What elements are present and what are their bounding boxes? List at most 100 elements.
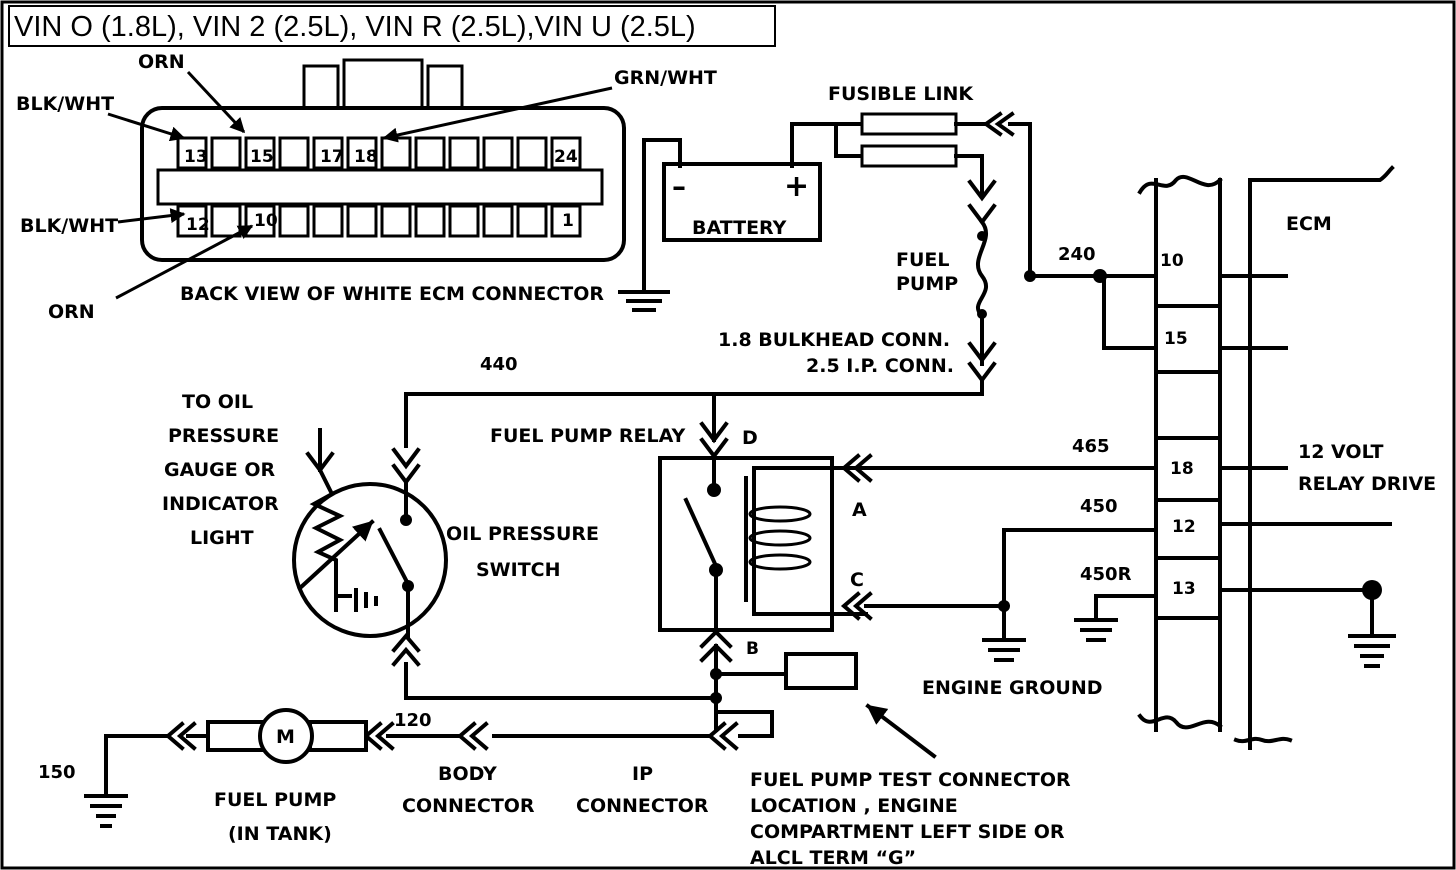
pump-motor-symbol: M bbox=[276, 726, 295, 748]
connector-cell-bottom bbox=[312, 204, 344, 238]
oil-pressure-switch bbox=[292, 428, 448, 670]
wire-240-to-ecm-15 bbox=[1102, 274, 1158, 350]
ecm-ground-splice bbox=[1362, 580, 1382, 600]
battery-label: BATTERY bbox=[692, 217, 787, 239]
pump-housing-left bbox=[206, 720, 266, 752]
connector-center-bar bbox=[156, 168, 604, 206]
fuel-pump-relay-label: FUEL PUMP RELAY bbox=[490, 425, 686, 447]
arrow-blk-wht-top bbox=[107, 112, 186, 142]
label-grn-wht: GRN/WHT bbox=[614, 67, 717, 89]
fusible-branch-wire bbox=[834, 122, 864, 158]
oil-switch-chevron-top bbox=[391, 447, 421, 486]
pump-housing-right bbox=[308, 720, 368, 752]
connector-cell-bottom bbox=[244, 204, 276, 238]
ecm-break-right bbox=[1233, 736, 1293, 744]
pump-motor-circle bbox=[258, 708, 314, 764]
connector-cell-bottom bbox=[414, 204, 446, 238]
oil-sender-wiper bbox=[297, 519, 375, 591]
connector-cell-bottom bbox=[210, 204, 242, 238]
connector-cell-bottom bbox=[550, 204, 582, 238]
battery-ground-wire bbox=[642, 138, 682, 294]
connector-cell-top bbox=[550, 136, 582, 170]
battery-positive-wire bbox=[790, 122, 864, 168]
oil-switch-chevron-bottom bbox=[391, 632, 421, 667]
engine-ground-label: ENGINE GROUND bbox=[922, 677, 1103, 699]
circuit-450: 450 bbox=[1080, 496, 1118, 517]
connector-pin-12: 12 bbox=[186, 215, 210, 235]
connector-pin-10: 10 bbox=[254, 211, 278, 231]
bulkhead-label-1: 1.8 BULKHEAD CONN. bbox=[718, 329, 950, 351]
connector-cell-bottom bbox=[516, 204, 548, 238]
connector-cell-bottom bbox=[346, 204, 378, 238]
test-connector-label-2: LOCATION , ENGINE bbox=[750, 795, 958, 817]
relay-contact-d bbox=[707, 483, 721, 497]
bulkhead-chevron-top bbox=[967, 341, 997, 364]
test-connector-label-4: ALCL TERM “G” bbox=[750, 847, 916, 869]
connector-pin-13: 13 bbox=[184, 147, 208, 167]
ecm: 10 15 18 12 13 ECM 12 VOLT RELAY DRIVE bbox=[1137, 165, 1436, 750]
label-blk-wht-top: BLK/WHT bbox=[16, 93, 114, 115]
oil-gauge-label-2: PRESSURE bbox=[168, 425, 279, 447]
connector-cell-bottom bbox=[278, 204, 310, 238]
connector-cell-bottom bbox=[482, 204, 514, 238]
relay-terminal-a: A bbox=[852, 499, 867, 521]
relay-switch-arm bbox=[683, 497, 719, 569]
fusible-link-2-wire bbox=[954, 154, 984, 198]
oil-gauge-label-4: INDICATOR bbox=[162, 493, 279, 515]
relay-coil-3 bbox=[748, 553, 812, 571]
diagram-title: VIN O (1.8L), VIN 2 (2.5L), VIN R (2.5L)… bbox=[14, 11, 696, 43]
battery-body bbox=[662, 162, 822, 242]
connector-pin-17: 17 bbox=[320, 147, 344, 167]
oil-switch-label-2: SWITCH bbox=[476, 559, 561, 581]
oil-switch-arm bbox=[377, 527, 409, 583]
wire-440 bbox=[404, 380, 984, 448]
wire-150 bbox=[104, 734, 170, 798]
circuit-450r: 450R bbox=[1080, 564, 1132, 585]
wire-450r bbox=[1094, 594, 1158, 622]
fuel-pump-test-connector bbox=[784, 652, 858, 690]
oil-switch-label-1: OIL PRESSURE bbox=[446, 523, 599, 545]
battery-ground-icon bbox=[618, 290, 670, 312]
oil-gauge-label-1: TO OIL bbox=[182, 391, 253, 413]
fuel-pump-fuse-label-1: FUEL bbox=[896, 249, 950, 271]
label-orn-top: ORN bbox=[138, 51, 185, 73]
fusible-link-2 bbox=[860, 144, 958, 168]
relay-terminal-d: D bbox=[742, 427, 758, 449]
connector-latch-center bbox=[342, 58, 424, 112]
oil-sender-ground bbox=[334, 588, 378, 612]
oil-switch-contact-top bbox=[400, 514, 412, 526]
ecm-ground-icon bbox=[1348, 634, 1396, 668]
relay-coil-1 bbox=[748, 505, 812, 523]
battery-negative-sign: – bbox=[672, 170, 686, 203]
fusible-link-1 bbox=[860, 112, 958, 136]
circuit-465: 465 bbox=[1072, 436, 1110, 457]
connector-pin-1: 1 bbox=[562, 211, 574, 231]
connector-cell-top bbox=[210, 136, 242, 170]
fuel-pump-fuse-label-2: PUMP bbox=[896, 273, 958, 295]
battery: – + BATTERY bbox=[662, 162, 822, 242]
fuse-dot-top bbox=[977, 231, 987, 241]
connector-cell-bottom bbox=[448, 204, 480, 238]
ip-connector-label-2: CONNECTOR bbox=[576, 795, 709, 817]
ecm-connector: 13 15 17 18 24 12 10 1 ORN BLK/WHT GRN/W… bbox=[16, 51, 717, 323]
fuse-chevron-top bbox=[967, 179, 997, 202]
fusible-link-label: FUSIBLE LINK bbox=[828, 83, 974, 105]
connector-cell-top bbox=[176, 136, 208, 170]
ecm-pin-10: 10 bbox=[1160, 251, 1184, 271]
ecm-top-edge bbox=[1248, 165, 1395, 182]
ecm-pin-15: 15 bbox=[1164, 329, 1188, 349]
ecm-break-bottom bbox=[1137, 713, 1223, 730]
connector-cell-top bbox=[278, 136, 310, 170]
label-blk-wht-bottom: BLK/WHT bbox=[20, 215, 118, 237]
connector-cell-top bbox=[346, 136, 378, 170]
ip-connector-chevron bbox=[706, 721, 739, 751]
oil-sender-resistor bbox=[309, 467, 345, 612]
relay-coil-2 bbox=[748, 529, 812, 547]
body-connector-label-1: BODY bbox=[438, 763, 497, 785]
connector-latch-left bbox=[302, 64, 340, 112]
ip-connector-label-1: IP bbox=[632, 763, 653, 785]
relay-terminal-b: B bbox=[746, 639, 759, 659]
wire-450 bbox=[1002, 528, 1158, 608]
connector-cell-top bbox=[312, 136, 344, 170]
